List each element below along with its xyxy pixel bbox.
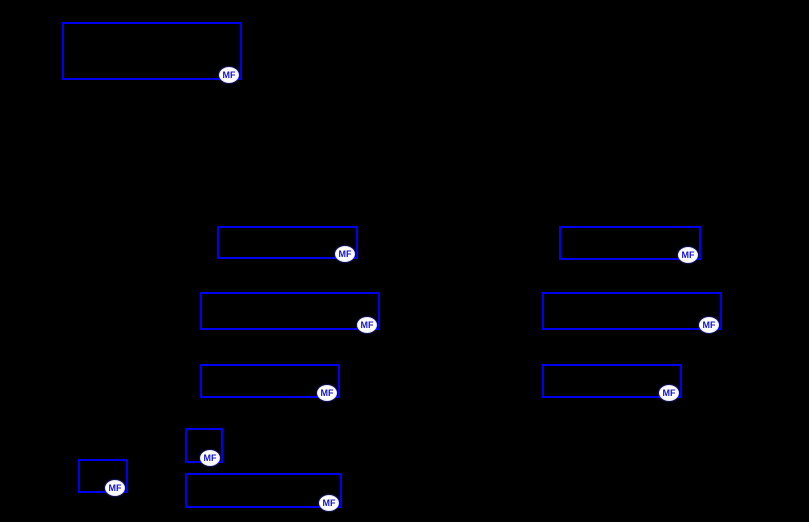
mf-autofill-badge-icon[interactable]: MF bbox=[659, 385, 679, 401]
mf-autofill-badge-icon[interactable]: MF bbox=[319, 495, 339, 511]
mf-badge-label: MF bbox=[322, 497, 336, 508]
mf-badge-label: MF bbox=[203, 452, 217, 463]
mf-autofill-badge-icon[interactable]: MF bbox=[105, 480, 125, 496]
mf-badge-label: MF bbox=[320, 387, 334, 398]
form-field-small-square[interactable]: MF bbox=[185, 428, 223, 466]
mf-badge-label: MF bbox=[108, 482, 122, 493]
mf-autofill-badge-icon[interactable]: MF bbox=[699, 317, 719, 333]
form-field-row3-right[interactable]: MF bbox=[542, 364, 682, 401]
mf-autofill-badge-icon[interactable]: MF bbox=[219, 67, 239, 83]
form-field-row1-left[interactable]: MF bbox=[217, 226, 358, 262]
form-field-small-left[interactable]: MF bbox=[78, 459, 128, 496]
mf-badge-label: MF bbox=[662, 387, 676, 398]
mf-badge-label: MF bbox=[702, 319, 716, 330]
mf-badge-label: MF bbox=[681, 249, 695, 260]
mf-badge-label: MF bbox=[338, 248, 352, 259]
form-field-row3-left[interactable]: MF bbox=[200, 364, 340, 401]
mf-autofill-badge-icon[interactable]: MF bbox=[357, 317, 377, 333]
mf-badge-label: MF bbox=[222, 69, 236, 80]
form-field-bottom-wide[interactable]: MF bbox=[185, 473, 342, 511]
mf-badge-label: MF bbox=[360, 319, 374, 330]
mf-autofill-badge-icon[interactable]: MF bbox=[317, 385, 337, 401]
mf-autofill-badge-icon[interactable]: MF bbox=[335, 246, 355, 262]
form-field-row2-left[interactable]: MF bbox=[200, 292, 380, 333]
form-field-row2-right[interactable]: MF bbox=[542, 292, 722, 333]
form-field-row1-right[interactable]: MF bbox=[559, 226, 701, 263]
form-field-textarea-top-left[interactable]: MF bbox=[62, 22, 242, 83]
mf-autofill-badge-icon[interactable]: MF bbox=[678, 247, 698, 263]
mf-autofill-badge-icon[interactable]: MF bbox=[200, 450, 220, 466]
